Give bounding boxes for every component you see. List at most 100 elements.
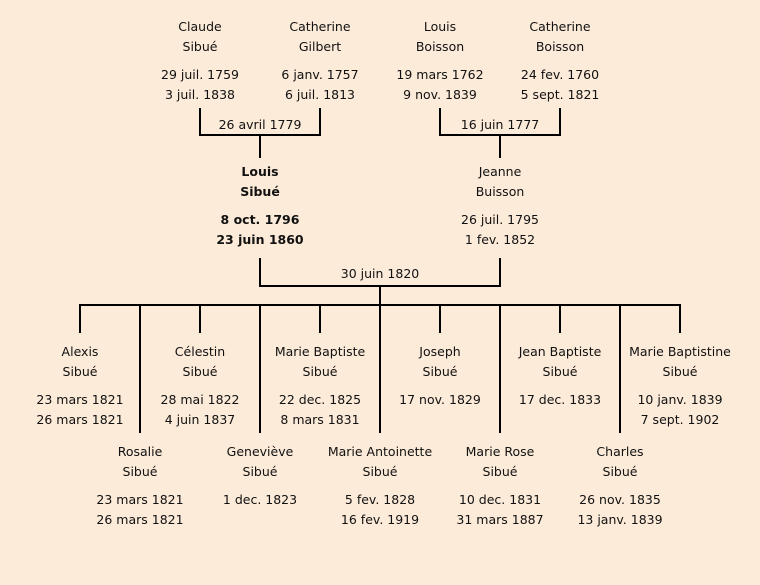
last-name: Buisson xyxy=(475,184,525,199)
connector xyxy=(259,304,261,433)
death-date: 7 sept. 1902 xyxy=(640,412,720,427)
first-name: Catherine xyxy=(529,19,591,34)
first-name: Louis xyxy=(241,164,279,179)
connector xyxy=(199,304,201,333)
first-name: Célestin xyxy=(174,344,226,359)
last-name: Sibué xyxy=(362,464,398,479)
connector xyxy=(379,285,381,306)
connector xyxy=(439,304,441,333)
connector xyxy=(259,134,261,158)
birth-date: 1 dec. 1823 xyxy=(222,492,298,507)
marriage-date-maternal-grandparents: 16 juin 1777 xyxy=(460,117,540,132)
connector xyxy=(139,304,141,433)
birth-date: 19 mars 1762 xyxy=(396,67,484,82)
first-name: Rosalie xyxy=(117,444,163,459)
first-name: Catherine xyxy=(289,19,351,34)
death-date: 23 juin 1860 xyxy=(216,232,304,247)
first-name: Joseph xyxy=(419,344,461,359)
last-name: Sibué xyxy=(182,364,218,379)
birth-date: 5 fev. 1828 xyxy=(344,492,416,507)
first-name: Alexis xyxy=(61,344,99,359)
connector xyxy=(319,108,321,136)
last-name: Sibué xyxy=(542,364,578,379)
last-name: Sibué xyxy=(662,364,698,379)
first-name: Jeanne xyxy=(478,164,522,179)
first-name: Jean Baptiste xyxy=(518,344,602,359)
death-date: 4 juin 1837 xyxy=(164,412,236,427)
first-name: Geneviève xyxy=(226,444,294,459)
birth-date: 28 mai 1822 xyxy=(160,392,240,407)
birth-date: 17 nov. 1829 xyxy=(399,392,481,407)
connector xyxy=(499,258,501,287)
death-date: 31 mars 1887 xyxy=(456,512,544,527)
first-name: Marie Antoinette xyxy=(327,444,433,459)
last-name: Boisson xyxy=(415,39,465,54)
marriage-date-paternal-grandparents: 26 avril 1779 xyxy=(218,117,302,132)
connector xyxy=(679,304,681,333)
birth-date: 26 nov. 1835 xyxy=(579,492,661,507)
birth-date: 17 dec. 1833 xyxy=(518,392,602,407)
birth-date: 23 mars 1821 xyxy=(36,392,124,407)
connector xyxy=(619,304,621,433)
last-name: Sibué xyxy=(302,364,338,379)
last-name: Sibué xyxy=(602,464,638,479)
first-name: Marie Baptistine xyxy=(629,344,731,359)
last-name: Sibué xyxy=(182,39,218,54)
connector xyxy=(499,304,501,433)
last-name: Sibué xyxy=(122,464,158,479)
birth-date: 23 mars 1821 xyxy=(96,492,184,507)
connector xyxy=(79,304,81,333)
first-name: Marie Baptiste xyxy=(274,344,366,359)
death-date: 13 janv. 1839 xyxy=(577,512,663,527)
first-name: Claude xyxy=(178,19,222,34)
death-date: 26 mars 1821 xyxy=(36,412,124,427)
death-date: 16 fev. 1919 xyxy=(340,512,420,527)
birth-date: 6 janv. 1757 xyxy=(281,67,359,82)
first-name: Marie Rose xyxy=(465,444,535,459)
birth-date: 26 juil. 1795 xyxy=(461,212,539,227)
birth-date: 24 fev. 1760 xyxy=(520,67,600,82)
last-name: Sibué xyxy=(62,364,98,379)
death-date: 26 mars 1821 xyxy=(96,512,184,527)
death-date: 1 fev. 1852 xyxy=(464,232,536,247)
connector xyxy=(259,258,261,287)
death-date: 8 mars 1831 xyxy=(280,412,360,427)
birth-date: 8 oct. 1796 xyxy=(220,212,300,227)
last-name: Sibué xyxy=(242,464,278,479)
death-date: 3 juil. 1838 xyxy=(164,87,236,102)
connector xyxy=(199,108,201,136)
death-date: 6 juil. 1813 xyxy=(284,87,356,102)
connector xyxy=(499,134,501,158)
last-name: Boisson xyxy=(535,39,585,54)
birth-date: 22 dec. 1825 xyxy=(278,392,362,407)
connector xyxy=(559,108,561,136)
death-date: 5 sept. 1821 xyxy=(520,87,600,102)
last-name: Sibué xyxy=(482,464,518,479)
last-name: Sibué xyxy=(240,184,280,199)
marriage-date-parents: 30 juin 1820 xyxy=(340,266,420,281)
birth-date: 29 juil. 1759 xyxy=(161,67,239,82)
last-name: Gilbert xyxy=(298,39,342,54)
connector xyxy=(319,304,321,333)
birth-date: 10 dec. 1831 xyxy=(458,492,542,507)
first-name: Louis xyxy=(423,19,457,34)
last-name: Sibué xyxy=(422,364,458,379)
connector xyxy=(439,108,441,136)
